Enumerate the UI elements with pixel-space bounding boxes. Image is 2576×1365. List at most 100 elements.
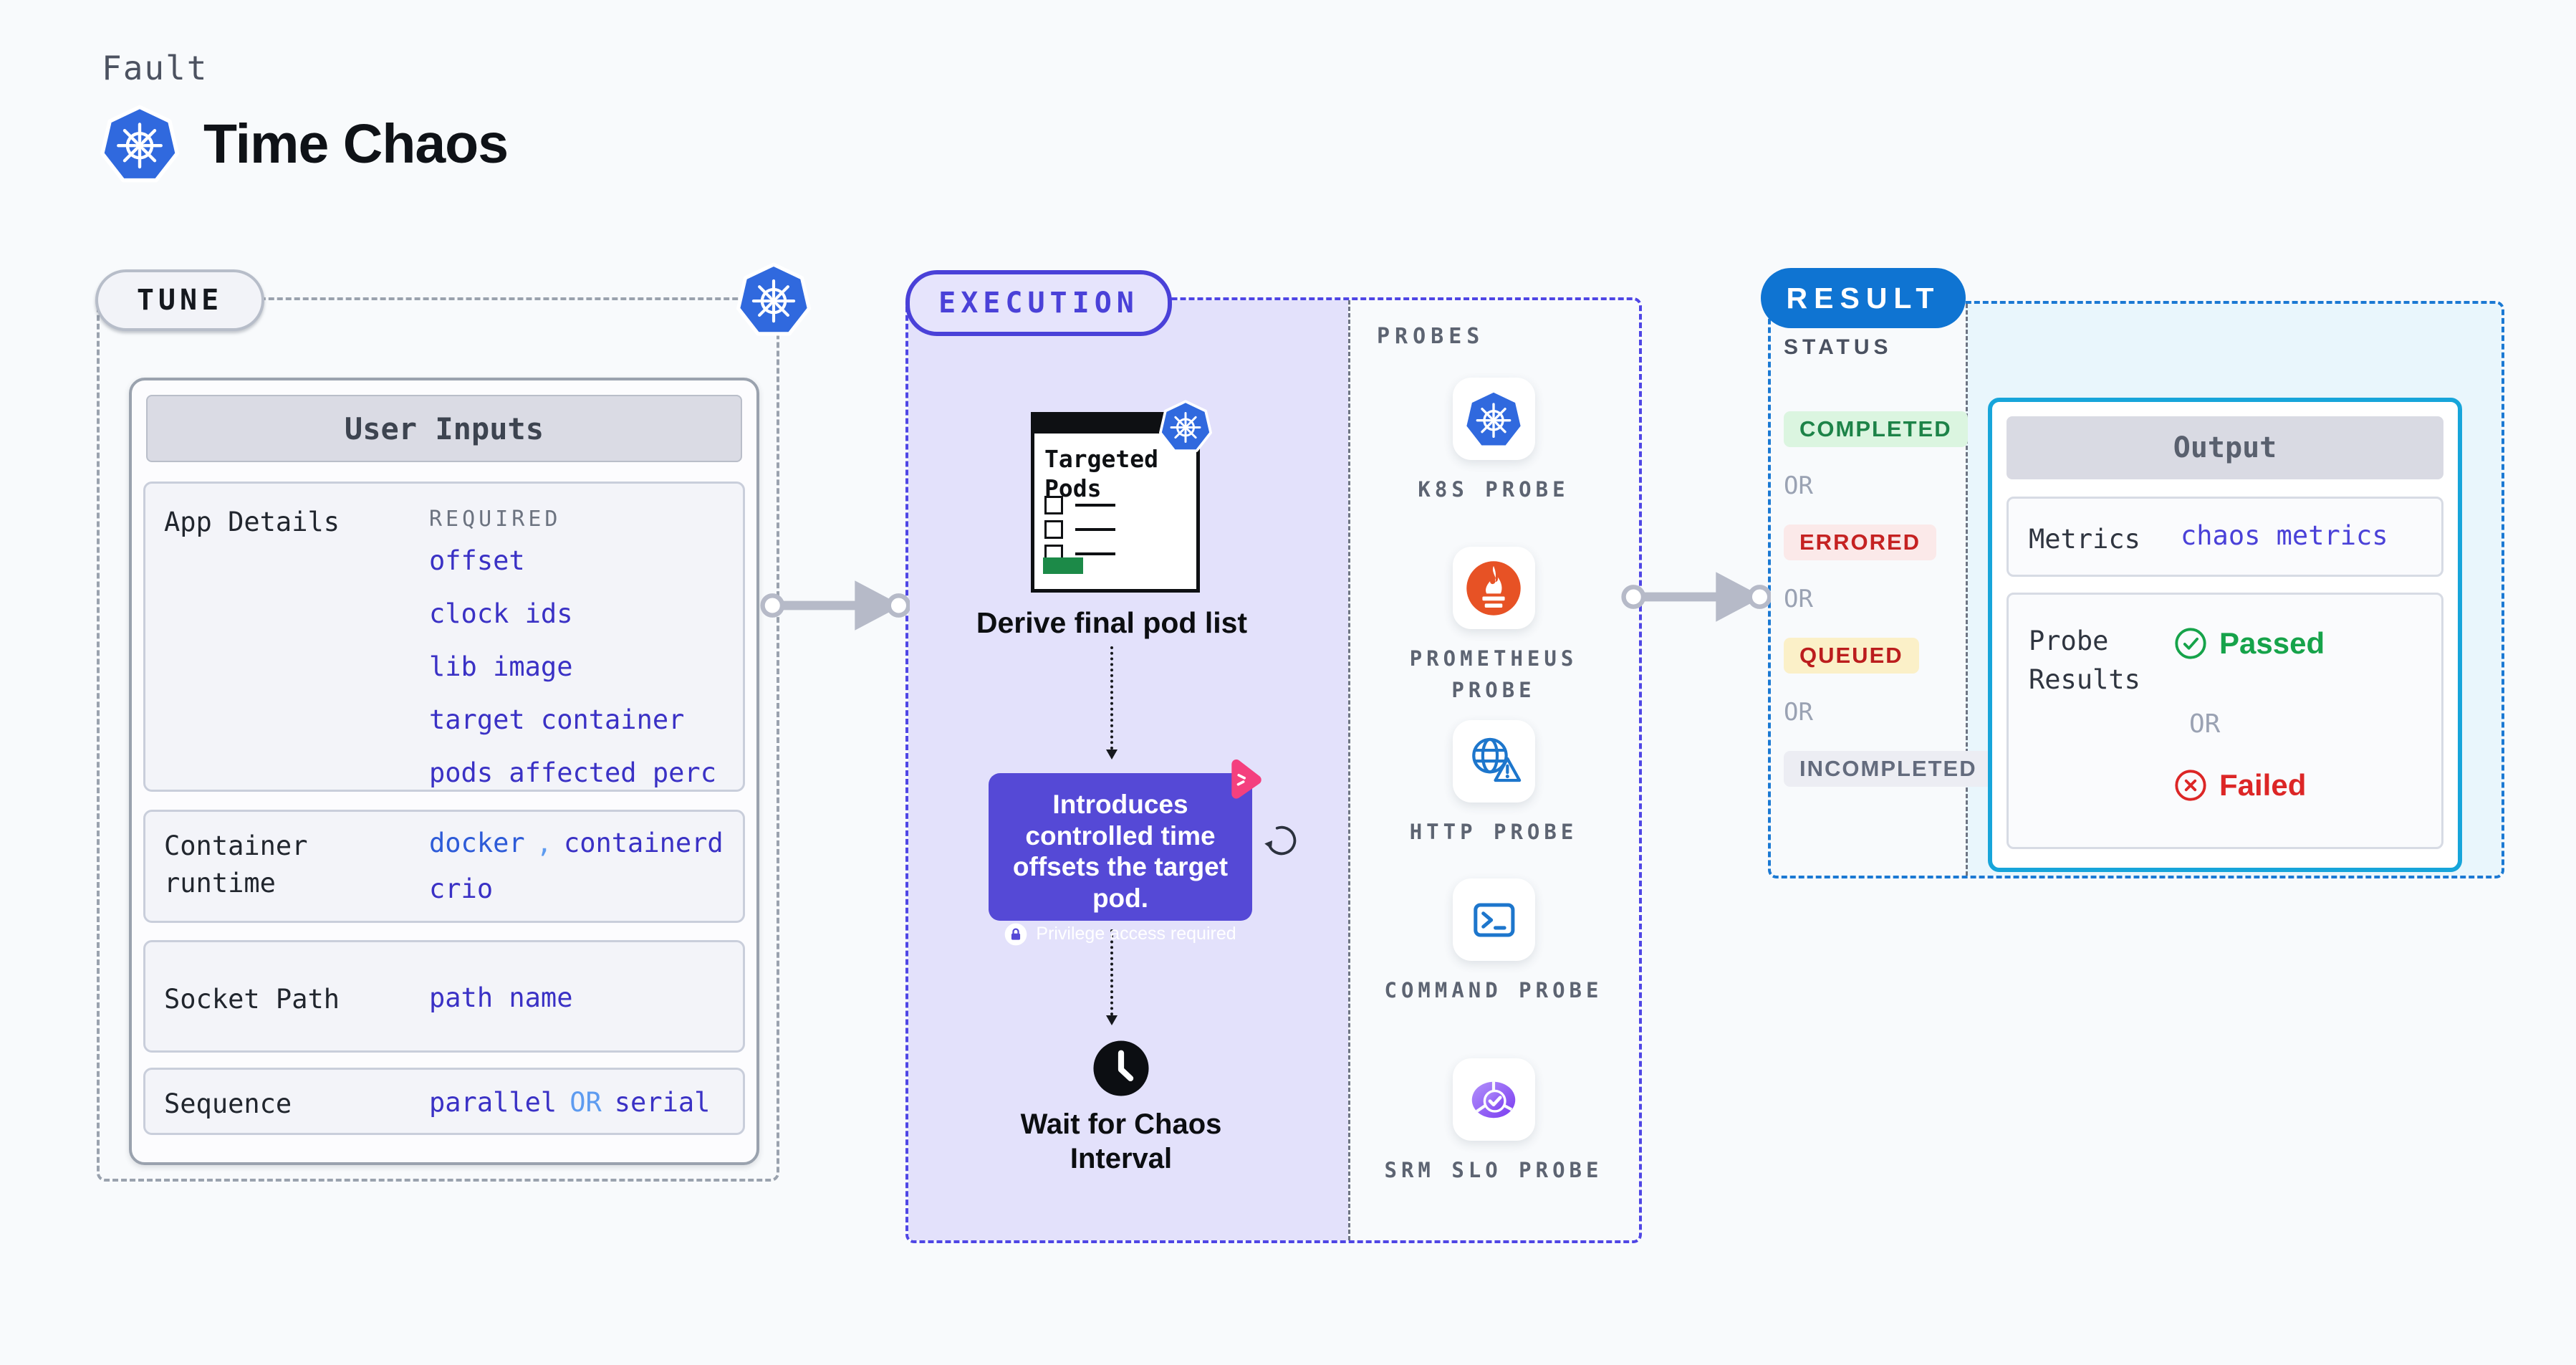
page-title: Time Chaos: [203, 112, 509, 175]
status-badge-incompleted: INCOMPLETED: [1784, 751, 1993, 787]
runtime-separator: ,: [536, 828, 552, 858]
tune-section-label: TUNE: [95, 269, 264, 331]
user-inputs-panel: User Inputs App Details REQUIRED offset …: [129, 378, 759, 1165]
probe-label: PROMETHEUS PROBE: [1409, 646, 1578, 702]
passed-label: Passed: [2219, 626, 2325, 660]
probe-item-srm-slo: SRM SLO PROBE: [1365, 1058, 1623, 1187]
app-details-card: App Details REQUIRED offset clock ids li…: [143, 482, 745, 792]
probe-label: HTTP PROBE: [1409, 820, 1578, 844]
sequence-value-serial: serial: [614, 1087, 711, 1118]
probe-item-k8s: K8S PROBE: [1365, 378, 1623, 506]
checkbox-icon: [1044, 520, 1063, 539]
probe-label: COMMAND PROBE: [1384, 978, 1603, 1002]
green-progress-bar: [1043, 557, 1083, 574]
passed-result: Passed: [2173, 626, 2325, 661]
container-runtime-label: Container runtime: [164, 830, 308, 899]
lock-icon: [1004, 923, 1027, 946]
app-detail-value: clock ids: [429, 598, 573, 629]
loop-icon: [1262, 821, 1301, 860]
app-detail-value: pods affected perc: [429, 757, 716, 788]
or-separator: OR: [1784, 698, 1813, 727]
probe-icon-card: [1452, 547, 1535, 629]
prometheus-icon: [1464, 559, 1523, 618]
kubernetes-icon: [1464, 389, 1524, 449]
runtime-value-docker: docker: [429, 828, 525, 858]
probe-icon-card: [1452, 720, 1535, 803]
output-panel: Output Metrics chaos metrics Probe Resul…: [1988, 398, 2462, 872]
sequence-or: OR: [569, 1087, 602, 1118]
failed-result: Failed: [2173, 768, 2306, 803]
derive-step-label: Derive final pod list: [976, 606, 1248, 639]
container-runtime-card: Container runtime docker , containerd cr…: [143, 810, 745, 923]
socket-path-card: Socket Path path name: [143, 940, 745, 1053]
list-line: [1075, 528, 1115, 531]
flow-arrow-probes-to-result: [1620, 564, 1771, 630]
list-line: [1075, 552, 1115, 555]
probe-item-http: HTTP PROBE: [1365, 720, 1623, 848]
pod-list-item: [1044, 496, 1115, 514]
socket-path-value: path name: [429, 982, 573, 1013]
kubernetes-icon: [100, 105, 179, 183]
app-detail-value: lib image: [429, 651, 573, 682]
metrics-label: Metrics: [2029, 524, 2140, 555]
status-column: STATUS COMPLETED OR ERRORED OR QUEUED OR…: [1784, 335, 1993, 787]
probe-label: K8S PROBE: [1418, 477, 1570, 502]
page-header: Time Chaos: [100, 105, 509, 183]
probe-icon-card: [1452, 878, 1535, 961]
privilege-badge: Privilege access required: [1004, 923, 1236, 946]
privilege-badge-label: Privilege access required: [1036, 924, 1236, 944]
required-tag: REQUIRED: [429, 507, 562, 532]
http-globe-icon: [1464, 732, 1524, 792]
kubernetes-icon: [736, 262, 811, 337]
fault-eyebrow: Fault: [102, 49, 208, 87]
app-detail-value: target container: [429, 704, 685, 735]
socket-path-label: Socket Path: [164, 984, 340, 1015]
inject-description: Introduces controlled time offsets the t…: [1012, 790, 1229, 913]
metrics-value-link: chaos metrics: [2181, 520, 2388, 551]
failed-label: Failed: [2219, 768, 2307, 802]
checkbox-icon: [1044, 496, 1063, 514]
execution-section-label: EXECUTION: [905, 270, 1172, 336]
kubernetes-icon: [1159, 400, 1212, 453]
status-divider: [1966, 304, 1968, 876]
or-separator: OR: [2189, 709, 2221, 739]
flow-dotted-arrow: [1106, 646, 1118, 760]
or-separator: OR: [1784, 585, 1813, 613]
probes-heading: PROBES: [1377, 324, 1485, 349]
terminal-icon: [1464, 890, 1524, 950]
probes-divider: [1348, 300, 1350, 1240]
inject-tooltip-card: Introduces controlled time offsets the t…: [989, 773, 1252, 921]
result-section-label: RESULT: [1761, 268, 1966, 328]
probe-item-prometheus: PROMETHEUS PROBE: [1365, 547, 1623, 706]
clock-icon: [1092, 1039, 1150, 1098]
status-heading: STATUS: [1784, 335, 1893, 359]
app-detail-value: offset: [429, 545, 525, 576]
flow-arrow-tune-to-execution: [759, 573, 910, 638]
app-details-label: App Details: [164, 507, 340, 537]
probe-results-label: Probe Results: [2029, 626, 2140, 695]
sequence-label: Sequence: [164, 1088, 292, 1119]
probe-item-command: COMMAND PROBE: [1365, 878, 1623, 1007]
wait-step-label: Wait for Chaos Interval: [1020, 1108, 1222, 1174]
sequence-value-parallel: parallel: [429, 1087, 557, 1118]
x-circle-icon: [2173, 768, 2208, 803]
probe-icon-card: [1452, 1058, 1535, 1141]
status-badge-completed: COMPLETED: [1784, 411, 1968, 447]
flow-dotted-arrow: [1106, 929, 1118, 1025]
probe-icon-card: [1452, 378, 1535, 460]
status-badge-queued: QUEUED: [1784, 638, 1919, 674]
probe-results-row: Probe Results Passed OR Failed: [2007, 593, 2443, 849]
status-badge-errored: ERRORED: [1784, 525, 1937, 560]
slo-pie-icon: [1464, 1070, 1524, 1130]
tune-section: User Inputs App Details REQUIRED offset …: [97, 297, 779, 1182]
metrics-row: Metrics chaos metrics: [2007, 497, 2443, 577]
list-line: [1075, 504, 1115, 507]
runtime-value-crio: crio: [429, 873, 494, 904]
probe-label: SRM SLO PROBE: [1384, 1158, 1603, 1182]
user-inputs-title: User Inputs: [146, 395, 742, 462]
targeted-pods-title: Targeted Pods: [1044, 445, 1158, 503]
or-separator: OR: [1784, 471, 1813, 500]
chaos-logo-icon: [1216, 753, 1267, 803]
pod-list-item: [1044, 520, 1115, 539]
